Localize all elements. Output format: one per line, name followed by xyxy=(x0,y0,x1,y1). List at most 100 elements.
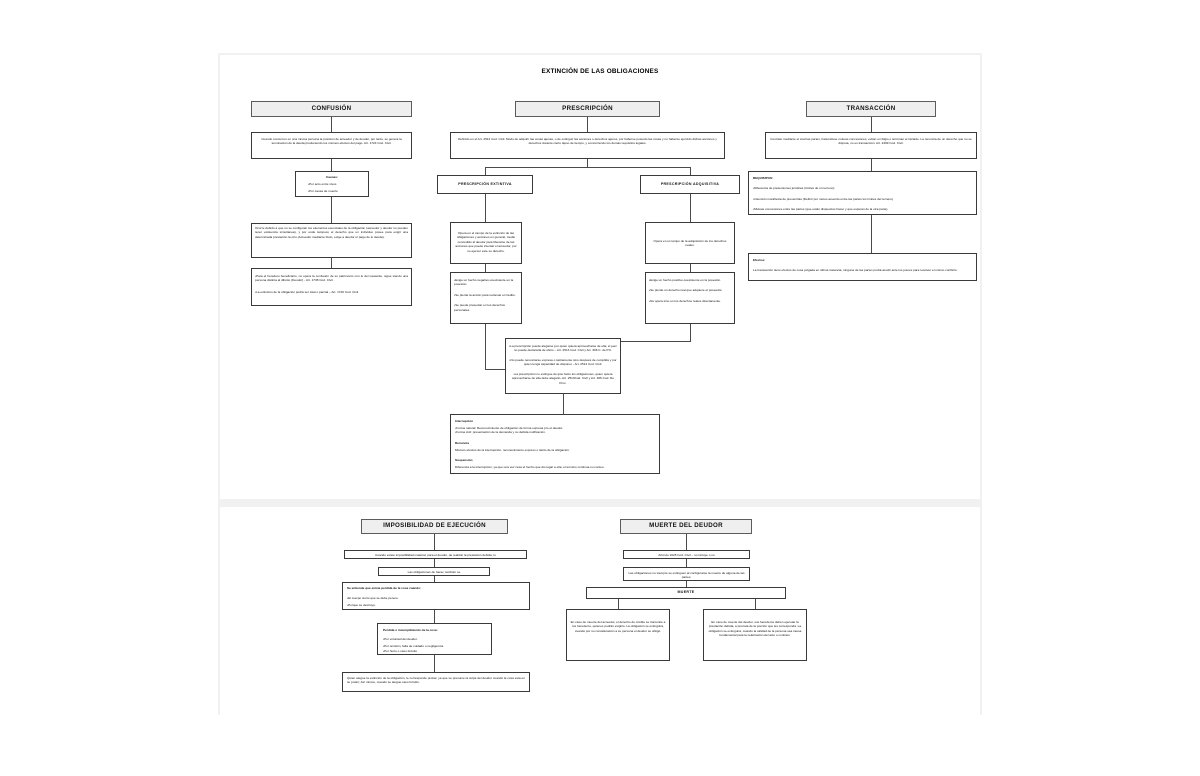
connector xyxy=(434,655,435,672)
document-page-2: IMPOSIBILIDAD DE EJECUCIÓN Cuando existe… xyxy=(220,507,980,715)
efectos-title: Efectos: xyxy=(753,258,766,262)
rule-item: •La prescripción puede alegarse por quie… xyxy=(509,344,617,353)
connector xyxy=(686,581,687,587)
connector xyxy=(690,264,691,272)
muerte-acreedor: En caso de muerte del acreedor, el derec… xyxy=(566,609,670,661)
connector xyxy=(485,194,486,222)
renuncia-item: Mismos efectos de la interrupción, recon… xyxy=(455,447,570,452)
cause-item: •Por causa de muerte xyxy=(308,188,338,193)
connector xyxy=(485,167,486,175)
muerte-line1: Artículo 1625 Cod. Civil – no incluye o … xyxy=(623,550,750,559)
connector xyxy=(563,394,564,414)
confusion-detail: Ocurre debido a que no se configuran los… xyxy=(251,223,412,258)
imposibilidad-footer: Quien alegue la extinción de la obligaci… xyxy=(342,672,530,692)
connector xyxy=(587,117,588,132)
point-item: •Se pierde un derecho real que adquiere … xyxy=(649,288,723,293)
suspension-title: Suspensión xyxy=(455,458,473,463)
imposibilidad-perdida: Se entiende que existe perdida de la cos… xyxy=(342,582,530,610)
connector xyxy=(587,159,588,167)
point-item: •Exige un hecho positivo-coexistente en … xyxy=(649,278,722,282)
connector xyxy=(690,324,691,341)
header-muerte[interactable]: MUERTE DEL DEUDOR xyxy=(620,519,752,534)
imposibilidad-incumplimiento: Perdida o incumplimiento de la cosa: •Po… xyxy=(377,623,492,655)
confusion-causes: Causas: •Por acto entre vivos •Por causa… xyxy=(295,171,369,197)
connector xyxy=(331,197,332,243)
prescripcion-definition: Definido en el Art. 2512 Cod. Civil. Mod… xyxy=(450,132,725,159)
document-viewport[interactable]: EXTINCIÓN DE LAS OBLIGACIONES CONFUSIÓN … xyxy=(218,53,982,715)
transaccion-requisitos: REQUISITOS: •Diferencia de pretensiones … xyxy=(748,171,977,215)
imposibilidad-line1: Cuando existe imposibilidad material, pa… xyxy=(344,550,527,559)
header-prescripcion[interactable]: PRESCRIPCIÓN xyxy=(515,101,660,117)
confusion-notes: •Para el heredero beneficiario, no opera… xyxy=(251,268,412,306)
causes-title: Causas: xyxy=(325,175,339,179)
connector xyxy=(871,215,872,253)
connector xyxy=(331,159,332,171)
connector xyxy=(485,324,486,369)
note-item: •La extinción de la obligación podrá ser… xyxy=(255,289,359,294)
document-page-1: EXTINCIÓN DE LAS OBLIGACIONES CONFUSIÓN … xyxy=(220,55,980,499)
connector xyxy=(686,559,687,567)
rule-item: •La prescripción no extingue de ipso fac… xyxy=(512,371,614,385)
requisito-item: •Mutuas concesiones entre las partes (qu… xyxy=(753,207,889,212)
cause-item: •Por acto entre vivos xyxy=(308,181,337,186)
header-transaccion[interactable]: TRANSACCIÓN xyxy=(806,101,936,117)
header-prescripcion-extintiva[interactable]: PRESCRIPCIÓN EXTINTIVA xyxy=(437,175,533,194)
prescripcion-adquisitiva-opera: Opera en el campo de la adquisición de l… xyxy=(645,222,735,264)
transaccion-efectos: Efectos: La transacción tiene efectos de… xyxy=(748,253,977,281)
point-item: •No opera sino en los derechos reales di… xyxy=(649,298,721,303)
connector xyxy=(690,167,691,175)
imposibilidad-line2: Las obligaciones de hacer, también se xyxy=(378,567,490,576)
prescripcion-rules: •La prescripción puede alegarse por quie… xyxy=(505,338,621,394)
muerte-label: MUERTE xyxy=(586,587,786,599)
prescripcion-effects: Interrupción •Forma natural: Reconocimie… xyxy=(450,414,660,474)
connector xyxy=(755,599,756,609)
incumplimiento-title: Perdida o incumplimiento de la cosa: xyxy=(383,628,438,632)
connector xyxy=(690,194,691,222)
point-item: •Se pierde la acción para reclamar el cr… xyxy=(454,292,516,297)
prescripcion-adquisitiva-points: •Exige un hecho positivo-coexistente en … xyxy=(645,272,735,324)
requisitos-title: REQUISITOS: xyxy=(753,176,774,180)
confusion-definition: Cuando concurren en una misma persona la… xyxy=(251,132,412,159)
connector xyxy=(485,167,690,168)
perdida-item: •Porque se destruye. xyxy=(347,603,376,608)
header-confusion[interactable]: CONFUSIÓN xyxy=(251,101,412,117)
muerte-line2: Las obligaciones no siempre se extinguen… xyxy=(623,567,750,581)
prescripcion-extintiva-points: •Exige un hecho negativo-coexistente en … xyxy=(450,272,522,324)
connector xyxy=(331,258,332,268)
connector xyxy=(434,576,435,582)
connector xyxy=(485,264,486,272)
interrupcion-title: Interrupción xyxy=(455,419,474,423)
muerte-deudor: En caso de muerte del deudor, sus herede… xyxy=(703,609,807,661)
efectos-text: La transacción tiene efectos de cosa juz… xyxy=(753,268,958,273)
connector xyxy=(331,117,332,132)
interrupcion-item: •Forma natural: Reconocimiento de obliga… xyxy=(455,425,564,430)
connector xyxy=(434,610,435,623)
page-title: EXTINCIÓN DE LAS OBLIGACIONES xyxy=(541,68,659,75)
incumplimiento-item: •Por omisión, falta de cuidado o neglige… xyxy=(383,644,444,649)
incumplimiento-item: •Por voluntad del deudor. xyxy=(383,637,418,642)
rule-item: •No puede renunciarse expresa o tácitame… xyxy=(509,357,617,367)
connector xyxy=(434,534,435,550)
connector xyxy=(871,117,872,132)
header-imposibilidad[interactable]: IMPOSIBILIDAD DE EJECUCIÓN xyxy=(361,519,508,534)
renuncia-title: Renuncia xyxy=(455,440,469,445)
connector xyxy=(618,599,619,609)
interrupcion-item: •Forma civil: presentación de la demanda… xyxy=(455,430,546,435)
connector xyxy=(605,341,691,342)
point-item: •Exige un hecho negativo-coexistente en … xyxy=(454,278,514,287)
requisito-item: •Diferencia de pretensiones jurídicas (l… xyxy=(753,186,835,191)
suspension-item: Diferencia a la interrupción, ya que una… xyxy=(455,465,605,470)
connector xyxy=(686,534,687,550)
header-prescripcion-adquisitiva[interactable]: PRESCRIPCIÓN ADQUISITIVA xyxy=(640,175,740,194)
incumplimiento-item: •Por hurto o caso fortuito xyxy=(383,648,418,653)
perdida-item: •El cuerpo cierto que se debe perece. xyxy=(347,596,399,601)
prescripcion-extintiva-opera: Opera en el campo de la extinción de las… xyxy=(450,222,522,264)
connector xyxy=(485,369,505,370)
connector xyxy=(871,159,872,171)
connector xyxy=(434,559,435,567)
note-item: •Para el heredero beneficiario, no opera… xyxy=(255,274,408,283)
point-item: •Se puede presentar en los derechos pers… xyxy=(454,303,505,312)
transaccion-definition: Contrato mediante el cual las partes, ha… xyxy=(765,132,977,159)
requisito-item: •Intención manifiesta de prevenirlas (De… xyxy=(753,196,894,201)
perdida-title: Se entiende que existe perdida de la cos… xyxy=(347,586,422,590)
